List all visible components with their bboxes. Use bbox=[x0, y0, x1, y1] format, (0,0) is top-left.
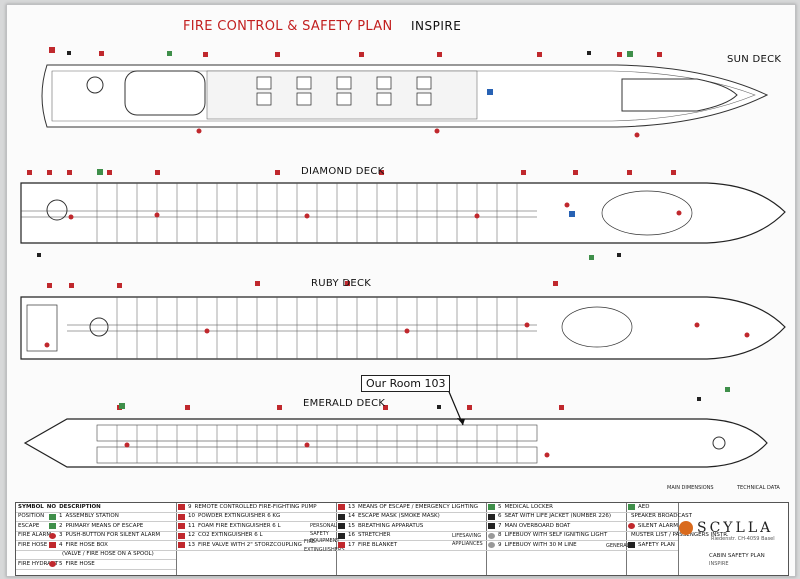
powder-extinguisher-icon bbox=[178, 513, 185, 520]
plan-ship: INSPIRE bbox=[709, 561, 729, 567]
room-callout: Our Room 103 bbox=[361, 375, 451, 392]
lifebuoy-light-icon bbox=[488, 532, 495, 539]
safety-plan-icon bbox=[628, 542, 635, 549]
ruby-deck-label: RUBY DECK bbox=[311, 278, 372, 289]
life-jacket-icon bbox=[488, 513, 495, 520]
emerald-deck-plan bbox=[23, 386, 768, 468]
legend-cat-extinguishers: FIRE EXTINGUISHERS bbox=[304, 539, 345, 553]
safety-plan-sheet: FIRE CONTROL & SAFETY PLAN INSPIRE bbox=[6, 4, 796, 577]
legend-header-symbol: SYMBOL bbox=[18, 503, 44, 510]
scylla-logo-icon bbox=[679, 521, 693, 535]
safety-markers bbox=[27, 47, 750, 458]
ship-name: INSPIRE bbox=[411, 19, 462, 33]
legend-row: SPEAKER BROADCAST bbox=[626, 513, 692, 522]
legend-cat-lifesaving: LIFESAVING APPLIANCES bbox=[452, 533, 483, 547]
escape-mask-icon bbox=[338, 513, 345, 520]
ruby-deck-plan bbox=[20, 296, 786, 360]
main-dimensions-label: MAIN DIMENSIONS bbox=[667, 485, 714, 491]
technical-data-label: TECHNICAL DATA bbox=[737, 485, 780, 491]
aed-icon bbox=[628, 504, 635, 511]
diamond-deck-label: DIAMOND DECK bbox=[301, 166, 385, 177]
legend-header-desc: DESCRIPTION bbox=[59, 503, 101, 510]
plan-title: FIRE CONTROL & SAFETY PLAN bbox=[183, 19, 393, 34]
legend-header: SYMBOL NO DESCRIPTION bbox=[16, 503, 176, 513]
assembly-station-icon bbox=[49, 513, 56, 520]
stretcher-icon bbox=[338, 532, 345, 539]
co2-extinguisher-icon bbox=[178, 532, 185, 539]
escape-icon bbox=[49, 523, 56, 530]
pump-icon bbox=[178, 504, 185, 511]
legend-row: (VALVE / FIRE HOSE ON A SPOOL) bbox=[16, 551, 176, 560]
brand-address: Riedenstr. CH-4059 Basel bbox=[711, 536, 775, 542]
fire-blanket-icon bbox=[338, 542, 345, 549]
legend-row: SAFETY PLAN bbox=[626, 541, 678, 551]
legend-header-no: NO bbox=[46, 503, 57, 510]
deck-plans bbox=[20, 47, 786, 468]
breathing-apparatus-icon bbox=[338, 523, 345, 530]
lifebuoy-line-icon bbox=[488, 542, 495, 549]
medical-locker-icon bbox=[488, 504, 495, 511]
emergency-lighting-icon bbox=[338, 504, 345, 511]
legend-cat-personal: PERSONAL SAFETY EQUIPMENT bbox=[310, 523, 340, 544]
legend-cat-general: GENERAL bbox=[606, 543, 630, 549]
legend-row: MUSTER LIST / PASSENGERS INSTR. bbox=[626, 532, 729, 541]
foam-extinguisher-icon bbox=[178, 523, 185, 530]
brand-name: SCYLLA bbox=[697, 520, 774, 536]
sun-deck-plan bbox=[41, 64, 769, 128]
diamond-deck-plan bbox=[20, 182, 786, 244]
plan-type: CABIN SAFETY PLAN bbox=[709, 553, 765, 559]
fire-valve-icon bbox=[178, 542, 185, 549]
silent-alarm-icon bbox=[628, 523, 635, 530]
legend-row: AED bbox=[626, 503, 678, 513]
overboard-boat-icon bbox=[488, 523, 495, 530]
legend-col-5: GENERAL AED SPEAKER BROADCAST SILENT ALA… bbox=[606, 503, 729, 575]
sun-deck-label: SUN DECK bbox=[727, 54, 782, 65]
fire-hydrant-icon bbox=[49, 561, 56, 568]
emerald-deck-label: EMERALD DECK bbox=[303, 398, 386, 409]
fire-hose-box-icon bbox=[49, 542, 56, 549]
legend-row: SILENT ALARM bbox=[626, 522, 678, 532]
alarm-button-icon bbox=[49, 532, 56, 539]
